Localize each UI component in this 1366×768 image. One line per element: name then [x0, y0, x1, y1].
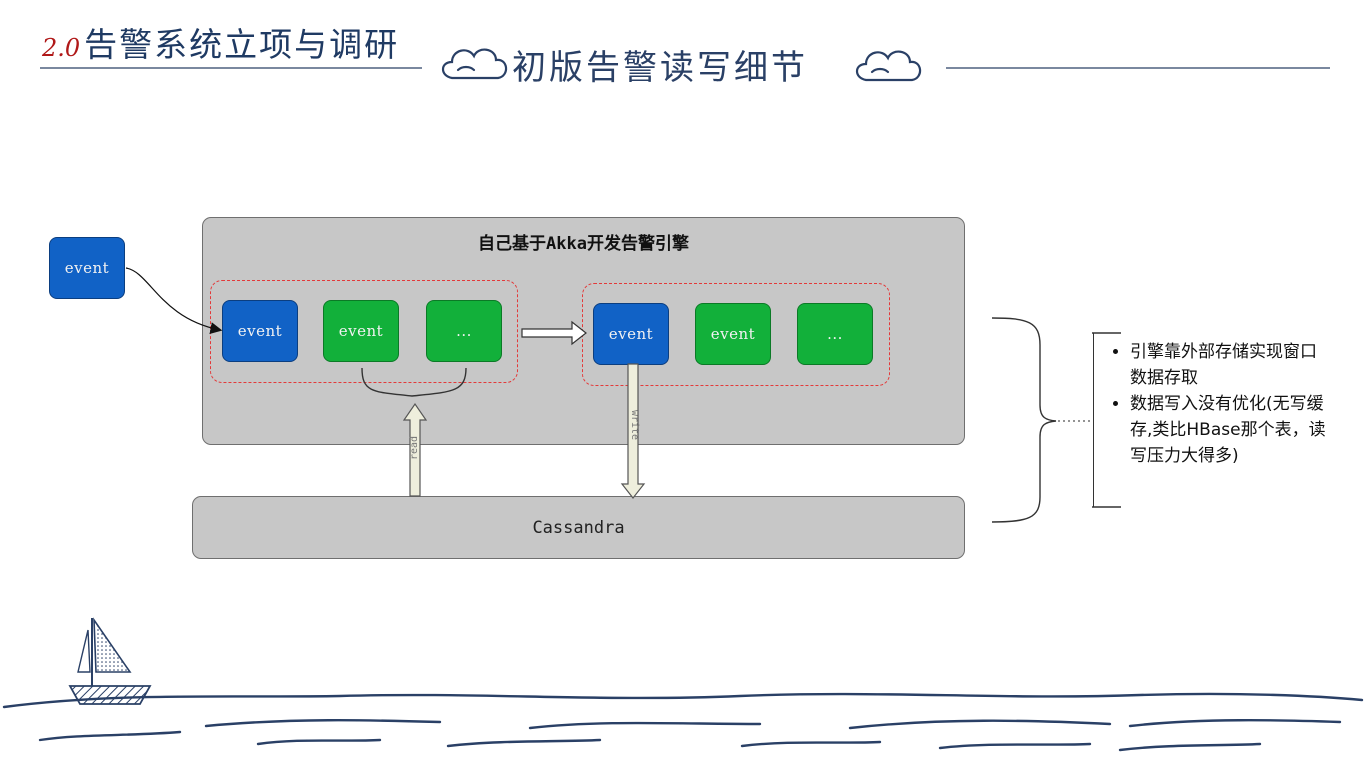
- node-label: ...: [456, 322, 472, 340]
- cassandra-storage-box: Cassandra: [192, 496, 965, 559]
- sailboat-icon: [68, 617, 152, 705]
- node-label: event: [237, 322, 283, 340]
- read-arrow: [402, 402, 428, 497]
- write-arrow-label: write: [629, 409, 640, 441]
- page-subtitle: 初版告警读写细节: [512, 48, 808, 88]
- note-item: 数据写入没有优化(无写缓存,类比HBase那个表，读写压力大得多): [1130, 391, 1333, 469]
- write-arrow: [620, 363, 646, 499]
- window-b-ellipsis-node: ...: [797, 303, 873, 365]
- window-b-event-node: event: [593, 303, 669, 365]
- window-transition-arrow: [521, 320, 587, 346]
- window-b-event-node: event: [695, 303, 771, 365]
- window-a-event-node: event: [323, 300, 399, 362]
- window-a-event-node: event: [222, 300, 298, 362]
- node-label: ...: [827, 325, 843, 343]
- note-item: 引擎靠外部存储实现窗口数据存取: [1130, 339, 1333, 391]
- notes-brace: [991, 317, 1057, 523]
- event-flow-arrow: [125, 267, 223, 334]
- external-event-node: event: [49, 237, 125, 299]
- read-brace: [361, 367, 467, 397]
- sea-decoration: [2, 617, 1364, 752]
- node-label: event: [64, 259, 110, 277]
- header-decoration: [40, 48, 1330, 82]
- notes-list: 引擎靠外部存储实现窗口数据存取 数据写入没有优化(无写缓存,类比HBase那个表…: [1093, 333, 1333, 507]
- wave-lines: [2, 692, 1364, 752]
- cloud-icon: [441, 48, 508, 80]
- section-title: 告警系统立项与调研: [84, 25, 400, 64]
- window-a-ellipsis-node: ...: [426, 300, 502, 362]
- cassandra-label: Cassandra: [532, 517, 625, 538]
- node-label: event: [608, 325, 654, 343]
- notes-bracket: [1092, 332, 1121, 508]
- alert-engine-label: 自己基于Akka开发告警引擎: [478, 234, 689, 254]
- node-label: event: [338, 322, 384, 340]
- read-arrow-label: read: [409, 435, 420, 461]
- section-number: 2.0: [42, 34, 81, 62]
- cloud-icon: [855, 50, 922, 82]
- node-label: event: [710, 325, 756, 343]
